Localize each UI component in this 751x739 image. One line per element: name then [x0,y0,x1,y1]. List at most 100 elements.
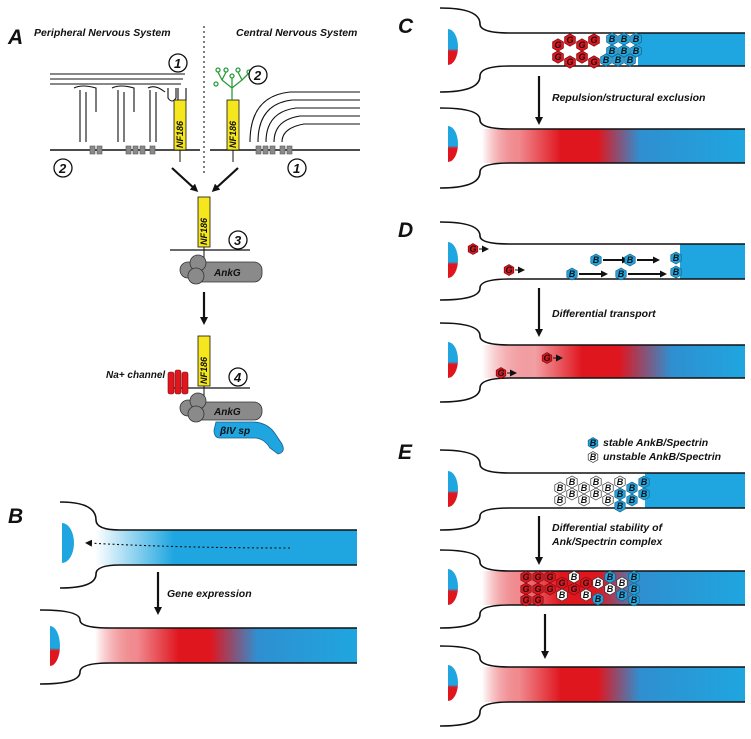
unstable-hex-e1-9: B [614,475,626,489]
svg-text:B: B [603,55,610,65]
svg-text:G: G [570,584,577,594]
unstable-hex-e2-5: B [616,576,628,590]
b-hex-c-1: B [618,32,630,46]
svg-text:B: B [557,495,564,505]
svg-text:B: B [569,269,576,279]
legend-unstable-label: unstable AnkB/Spectrin [603,451,721,463]
svg-text:B: B [605,495,612,505]
step-marker-1-pns [168,53,188,73]
b-hex-c-6: B [600,53,612,67]
unstable-hex-e1-3: B [590,475,602,489]
g-hex-d-2: G [503,264,515,276]
g-hex-d-4: G [495,367,507,379]
b-hex-d-6: B [670,265,682,279]
g-hex-c-7: G [588,55,600,69]
svg-text:G: G [543,353,550,363]
svg-text:G: G [578,40,585,50]
svg-text:B: B [627,55,634,65]
svg-text:G: G [554,52,561,62]
svg-text:B: B [569,489,576,499]
unstable-hex-e1-7: B [590,487,602,501]
svg-text:B: B [673,253,680,263]
b-hex-d-2: B [624,253,636,267]
g-hex-e2-8: G [556,576,568,590]
svg-text:B: B [595,578,602,588]
b-hex-c-3: B [606,44,618,58]
svg-text:B: B [571,572,578,582]
unstable-hex-e1-5: B [566,487,578,501]
ais-c-top [448,29,458,65]
ais-e-1 [448,471,458,507]
transport-cargo-bottom: GG [495,352,563,379]
svg-text:G: G [566,57,573,67]
svg-text:G: G [590,57,597,67]
biv-label: βIV sp [219,426,250,437]
svg-text:G: G [522,595,529,605]
svg-text:B: B [583,590,590,600]
cns-label: Central Nervous System [236,27,357,39]
svg-text:B: B [590,438,597,448]
legend-e: BB [587,437,599,463]
svg-text:G: G [534,584,541,594]
svg-text:G: G [590,35,597,45]
svg-text:B: B [641,489,648,499]
ais-e-3 [448,665,458,701]
g-hex-e2-0: G [520,570,532,584]
panel-e: E BB stable AnkB/Spectrin unstable AnkB/… [398,437,745,727]
retrograde-arrow [85,539,291,549]
svg-text:B: B [593,489,600,499]
svg-text:G: G [578,52,585,62]
b-hex-d-3: B [566,267,578,281]
converge-arrow-right [211,167,239,193]
svg-text:B: B [557,483,564,493]
axon-fill-b-bottom [95,628,357,663]
svg-text:G: G [558,578,565,588]
svg-text:G: G [534,572,541,582]
unstable-hex-e2-3: B [592,576,604,590]
svg-text:B: B [607,572,614,582]
axon-fill-c-bottom [482,129,745,163]
b-hex-c-0: B [606,32,618,46]
svg-text:B: B [619,578,626,588]
step-4-complex: NF186 Na+ channel AnkG βIV sp 4 [106,335,284,455]
svg-text:B: B [621,34,628,44]
b-hex-c-4: B [618,44,630,58]
g-hex-e2-3: G [520,582,532,596]
g-hex-e2-5: G [544,582,556,596]
svg-text:G: G [546,584,553,594]
b-hex-c-5: B [630,44,642,58]
pns-label: Peripheral Nervous System [34,27,171,39]
step-2-pns-label: 2 [58,161,67,176]
svg-text:B: B [629,495,636,505]
svg-text:B: B [633,46,640,56]
nf186-label-pns: NF186 [175,120,185,148]
g-hex-c-5: G [564,55,576,69]
svg-text:B: B [617,477,624,487]
svg-text:B: B [569,477,576,487]
ankg-label-3: AnkG [213,268,241,279]
stable-hex-e2-3: B [628,570,640,584]
panel-b-letter: B [8,505,23,528]
b-hex-c-2: B [630,32,642,46]
svg-text:G: G [469,244,476,254]
unstable-hex-e2-1: B [568,570,580,584]
panel-c-caption: Repulsion/structural exclusion [552,92,705,104]
axon-fill-d-top [680,244,745,279]
svg-text:B: B [629,483,636,493]
ecm-molecule-icon [213,67,252,100]
converge-arrow-left [171,167,199,193]
stable-hex-e1-5: B [614,499,626,513]
svg-text:B: B [618,269,625,279]
legend-stable-label: stable AnkB/Spectrin [603,437,708,449]
stable-hex-e1-0: B [614,487,626,501]
svg-text:B: B [631,595,638,605]
na-channel-label: Na+ channel [106,370,165,381]
svg-text:B: B [593,255,600,265]
svg-text:G: G [546,572,553,582]
svg-text:B: B [619,590,626,600]
stable-hex-e2-5: B [628,593,640,607]
panel-a: A Peripheral Nervous System Central Nerv… [7,26,360,455]
